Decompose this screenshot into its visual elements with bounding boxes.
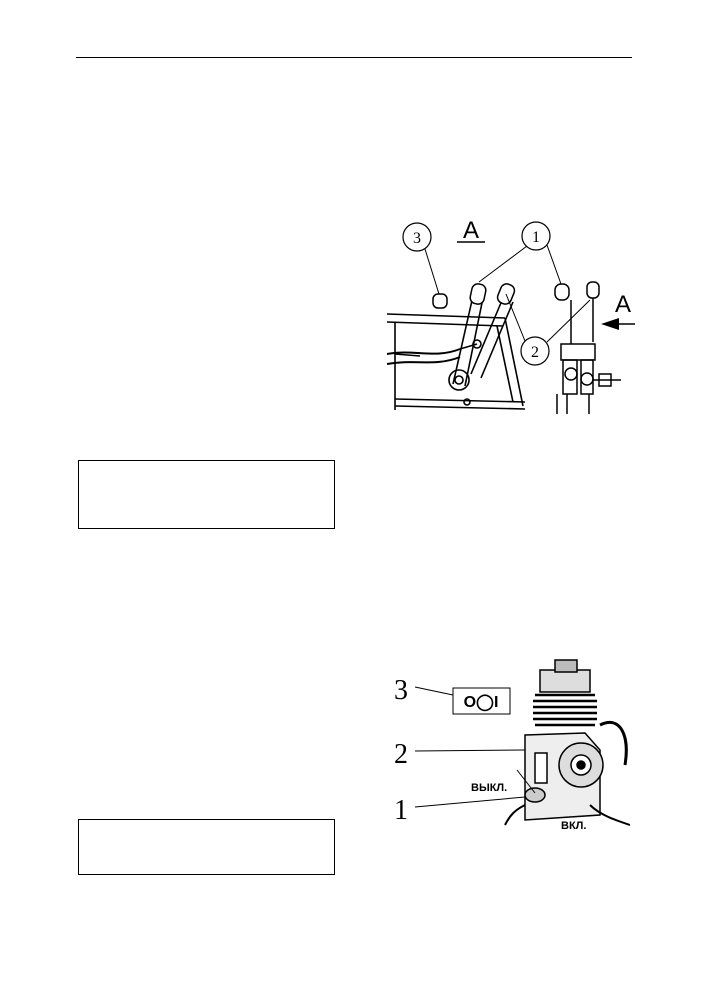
- header-rule: [76, 57, 632, 58]
- fig2-callout-2: 2: [394, 739, 408, 770]
- note-box-1: [78, 460, 335, 529]
- leader-lines: [424, 244, 591, 343]
- view-a-label: А: [463, 217, 479, 244]
- callout-2-circle: [520, 336, 550, 366]
- callout-3-label: 3: [413, 230, 421, 247]
- figure-view-a: 3 1 2 А А: [386, 217, 635, 414]
- note-box-2: [78, 819, 335, 875]
- switch-symbol-panel: O◯I: [452, 687, 511, 715]
- callout-1-circle: [521, 221, 551, 251]
- frame-drawing: [386, 295, 526, 410]
- figure-compressor: O◯I 3 2 1 ВЫКЛ. ВКЛ.: [394, 659, 630, 830]
- compressor-drawing: [504, 659, 630, 826]
- direction-arrow-icon: [601, 318, 635, 330]
- figure2-leaders: [414, 686, 526, 808]
- fig2-callout-3: 3: [394, 675, 408, 706]
- callout-3-circle: [402, 222, 432, 252]
- fig2-callout-1: 1: [394, 795, 408, 826]
- arrow-a-label: А: [615, 291, 631, 318]
- callout-2-label: 2: [531, 344, 539, 361]
- label-off: ВЫКЛ.: [471, 782, 507, 794]
- callout-1-label: 1: [532, 229, 540, 246]
- lever-knobs: [432, 281, 600, 309]
- switch-symbol-icon: O◯I: [464, 694, 499, 712]
- label-on: ВКЛ.: [561, 820, 586, 830]
- valve-block: [556, 298, 621, 414]
